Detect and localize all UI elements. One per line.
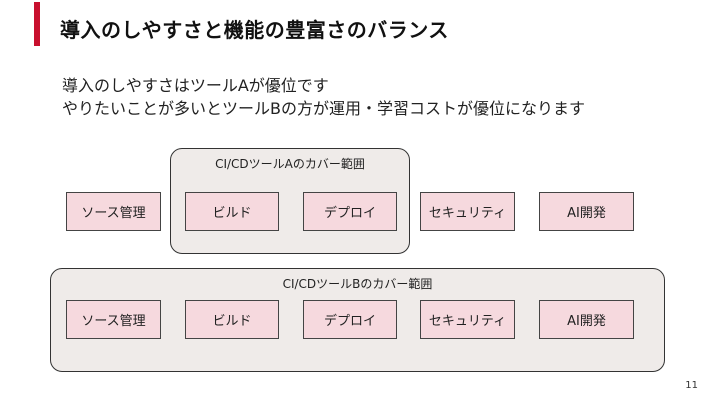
top-box-deploy: デプロイ [303, 192, 397, 231]
bottom-box-security: セキュリティ [420, 300, 515, 339]
slide-title: 導入のしやすさと機能の豊富さのバランス [60, 18, 449, 42]
tool-a-coverage-label: CI/CDツールAのカバー範囲 [215, 157, 365, 171]
body-line-1: 導入のしやすさはツールAが優位です [62, 76, 329, 95]
bottom-box-deploy: デプロイ [303, 300, 397, 339]
top-box-ai-dev: AI開発 [539, 192, 634, 231]
top-box-source-control: ソース管理 [66, 192, 161, 231]
page-number: 11 [685, 380, 698, 391]
bottom-box-source-control: ソース管理 [66, 300, 161, 339]
tool-b-coverage-label: CI/CDツールBのカバー範囲 [282, 277, 433, 291]
title-accent-bar [34, 2, 40, 46]
body-line-2: やりたいことが多いとツールBの方が運用・学習コストが優位になります [62, 99, 585, 118]
top-box-build: ビルド [185, 192, 279, 231]
bottom-box-ai-dev: AI開発 [539, 300, 634, 339]
slide-body: 導入のしやすさはツールAが優位です やりたいことが多いとツールBの方が運用・学習… [62, 74, 585, 120]
top-box-security: セキュリティ [420, 192, 515, 231]
bottom-box-build: ビルド [185, 300, 279, 339]
